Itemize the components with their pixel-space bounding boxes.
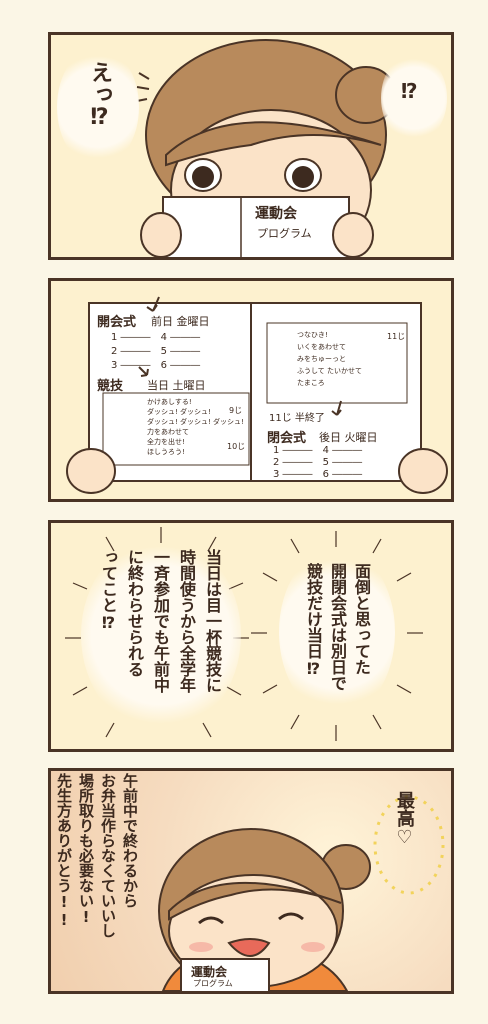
events-table	[102, 392, 250, 466]
paper-subtitle: プログラム	[257, 227, 312, 240]
table-row: 全力を出せ!	[147, 438, 185, 446]
closing-number: 6	[322, 469, 329, 480]
bubble-line: 面倒と思ってた	[352, 563, 371, 675]
bubble-left	[81, 537, 241, 733]
bubble-right	[381, 53, 447, 143]
panel-2: 開会式 前日 金曜日 1 ――― 4 ――― 2 ――― 5 ――― 3 ―――…	[48, 278, 454, 502]
opening-number: 5	[160, 346, 167, 357]
end-label: 11じ 半終了	[269, 413, 325, 424]
handwritten-line: お弁当作らなくていいし	[99, 773, 117, 938]
paper-subtitle: プログラム	[193, 979, 233, 988]
right-hand	[398, 448, 448, 494]
right-page	[250, 302, 422, 482]
table-row: ダッシュ! ダッシュ!	[147, 408, 211, 416]
surprise-lines	[136, 72, 150, 102]
right-table	[266, 322, 408, 404]
handwritten-line: 先生方ありがとう!!	[55, 773, 73, 929]
arrow-icon	[146, 296, 160, 312]
closing-number: 2	[273, 457, 280, 468]
opening-number: 6	[160, 360, 167, 371]
paper-title: 運動会	[191, 965, 228, 979]
bubble-line: 当日は目一杯競技に	[203, 549, 222, 693]
table-row: かけあしする!	[147, 398, 192, 406]
blush-left	[189, 942, 213, 952]
bubble-best: 最高♡	[391, 791, 417, 848]
bubble-line: 一斉参加でも午前中	[151, 549, 170, 693]
table-row: 力をあわせて	[147, 428, 189, 436]
table-row: ダッシュ! ダッシュ! ダッシュ!	[147, 418, 244, 426]
bubble-line: に終わらせられる	[125, 549, 144, 677]
panel-4: 最高♡ 午前中で終わるから お弁当作らなくていいし 場所取りも必要ない! 先生方…	[48, 768, 454, 994]
table-row: みをちゅーっと	[297, 355, 346, 363]
bubble-line: ってこと⁉	[99, 549, 118, 632]
panel-2-art	[66, 296, 448, 494]
opening-heading: 開会式	[97, 315, 137, 330]
closing-heading: 閉会式	[267, 431, 307, 446]
bubble-right	[279, 547, 395, 717]
bubble-right-text: ⁉	[401, 79, 418, 103]
left-hand	[66, 448, 116, 494]
opening-numbers: 1 ――― 4 ――― 2 ――― 5 ――― 3 ――― 6 ―――	[111, 332, 201, 371]
closing-numbers: 1 ――― 4 ――― 2 ――― 5 ――― 3 ――― 6 ―――	[273, 445, 363, 480]
left-page	[88, 302, 268, 482]
events-day: 当日 土曜日	[147, 379, 206, 392]
right-eye	[278, 912, 304, 921]
bubble-left-text: 当日は目一杯競技に 時間使うから全学年 一斉参加でも午前中 に終わらせられる っ…	[95, 549, 225, 729]
closing-day: 後日 火曜日	[319, 431, 378, 444]
left-hand	[140, 212, 182, 257]
panel-1-art	[136, 39, 397, 257]
panel-4-art	[158, 795, 445, 991]
handwritten-line: 午前中で終わるから	[121, 773, 139, 908]
events-heading: 競技	[97, 379, 124, 394]
panel-3-art	[65, 527, 423, 741]
right-pupil	[292, 166, 314, 188]
table-row: つなひき!	[297, 331, 328, 339]
table-row: いくをあわせて	[297, 343, 346, 351]
bubble-line: 時間使うから全学年	[177, 549, 196, 693]
bangs	[168, 881, 342, 921]
panel-3: 面倒と思ってた 開閉会式は別日で 競技だけ当日⁉ 当日は目一杯競技に 時間使うか…	[48, 520, 454, 752]
mouth	[227, 938, 271, 957]
right-time: 11じ	[387, 332, 406, 341]
opening-number: 1	[111, 332, 118, 343]
table-time-2: 10じ	[227, 442, 246, 451]
opening-number: 2	[111, 346, 118, 357]
table-row: たまころ	[297, 379, 325, 387]
bubble-left-text: えっ⁉	[87, 61, 112, 130]
closing-number: 5	[322, 457, 329, 468]
bubble-left	[57, 47, 139, 167]
table-row: ふうして たいかせて	[297, 367, 363, 375]
opening-day: 前日 金曜日	[151, 315, 210, 328]
bangs	[165, 121, 382, 167]
right-hand	[332, 212, 374, 257]
bubble-best-text: 最高♡	[394, 791, 415, 848]
paper-title: 運動会	[255, 206, 297, 222]
blush-right	[301, 942, 325, 952]
bubble-line: 開閉会式は別日で	[328, 563, 347, 691]
closing-number: 4	[322, 445, 329, 456]
table-row: ほしうろう!	[147, 448, 185, 456]
closing-number: 1	[273, 445, 280, 456]
bubble-line: 競技だけ当日⁉	[304, 563, 323, 678]
right-rows: つなひき! いくをあわせて みをちゅーっと ふうして たいかせて たまころ	[297, 329, 362, 389]
burst-lines	[65, 527, 423, 741]
left-eye	[198, 916, 224, 925]
left-pupil	[192, 166, 214, 188]
bubble-right-text: 面倒と思ってた 開閉会式は別日で 競技だけ当日⁉	[301, 563, 373, 713]
opening-number: 4	[160, 332, 167, 343]
arrow-icon-3	[331, 400, 342, 416]
events-rows: かけあしする! ダッシュ! ダッシュ! ダッシュ! ダッシュ! ダッシュ! 力を…	[147, 397, 244, 457]
sparkle-ring	[373, 795, 445, 895]
table-time-1: 9じ	[229, 406, 243, 415]
opening-number: 3	[111, 360, 118, 371]
program-paper	[180, 958, 270, 991]
handwritten-line: 場所取りも必要ない!	[77, 773, 95, 926]
closing-number: 3	[273, 469, 280, 480]
handwritten-text: 午前中で終わるから お弁当作らなくていいし 場所取りも必要ない! 先生方ありがと…	[53, 773, 141, 979]
arrow-icon-2	[138, 366, 149, 377]
panel-1: えっ⁉ ⁉ 運動会 プログラム	[48, 32, 454, 260]
